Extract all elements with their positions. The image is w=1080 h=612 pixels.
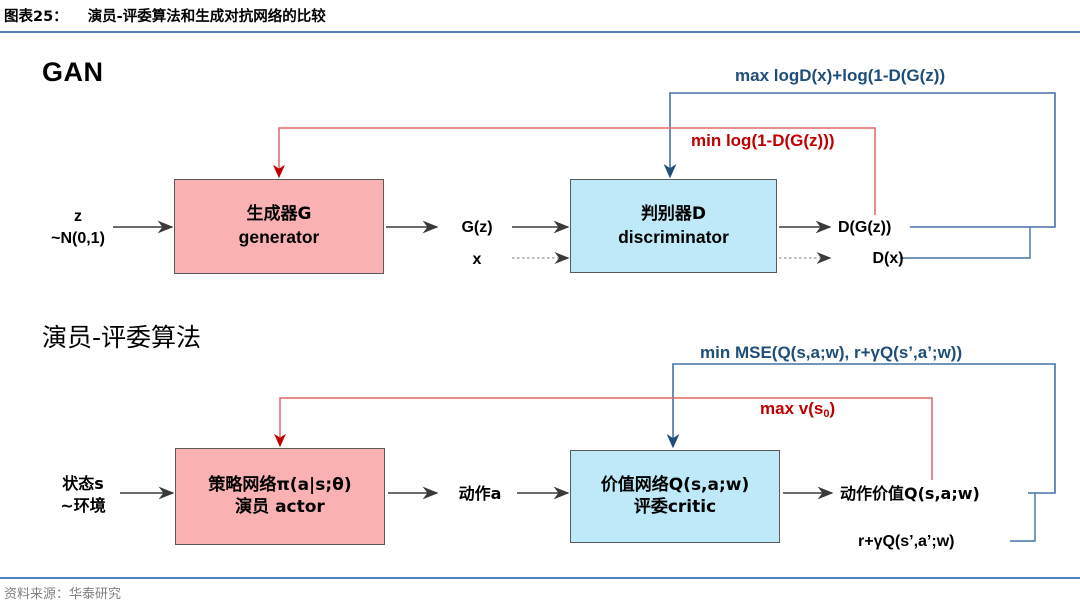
actor-critic-section-heading: 演员-评委算法 <box>42 323 202 352</box>
gan-noise-dist: ~N(0,1) <box>51 229 105 247</box>
exhibit-title: 演员-评委算法和生成对抗网络的比较 <box>87 8 326 25</box>
actor-label-cn: 策略网络π(a|s;θ) <box>208 474 352 495</box>
generator-label-cn: 生成器G <box>246 204 312 225</box>
actor-objective-suffix: ) <box>829 399 836 418</box>
gan-noise-z: z <box>74 208 82 225</box>
critic-output-q-value: 动作价值Q(s,a;w) <box>840 484 980 503</box>
generator-label-en: generator <box>238 227 320 248</box>
critic-objective: min MSE(Q(s,a;w), r+γQ(s’,a’;w)) <box>700 343 963 362</box>
gan-discriminator-objective: max logD(x)+log(1-D(G(z)) <box>735 66 946 85</box>
actor-objective-prefix: max v(s <box>760 399 824 418</box>
header-divider <box>0 31 1080 33</box>
discriminator-label-en: discriminator <box>618 226 729 247</box>
source-note: 资料来源：华泰研究 <box>4 587 122 602</box>
critic-label-en: 评委critic <box>633 496 717 517</box>
discriminator-box[interactable]: 判别器D discriminator <box>570 179 777 273</box>
actor-output-label: 动作a <box>458 484 502 503</box>
discriminator-output-fake: D(G(z)) <box>838 219 892 236</box>
environment-label: ~环境 <box>60 495 106 515</box>
actor-objective-subscript: 0 <box>823 408 830 420</box>
footer-divider <box>0 577 1080 579</box>
actor-label-en: 演员 actor <box>235 496 325 517</box>
actor-objective: max v(s0) <box>760 399 836 420</box>
state-input-label: 状态s ~环境 <box>42 473 124 516</box>
gan-generator-objective: min log(1-D(G(z))) <box>691 131 835 150</box>
discriminator-output-real: D(x) <box>872 250 904 267</box>
real-data-label: x <box>472 251 482 268</box>
exhibit-number: 图表25： <box>4 8 68 25</box>
state-label: 状态s <box>62 474 104 493</box>
actor-box[interactable]: 策略网络π(a|s;θ) 演员 actor <box>175 448 385 545</box>
gan-section-heading: GAN <box>42 57 104 87</box>
exhibit-header: 图表25： 演员-评委算法和生成对抗网络的比较 <box>0 0 1080 30</box>
gan-noise-input-label: z ~N(0,1) <box>40 206 116 249</box>
generator-box[interactable]: 生成器G generator <box>174 179 384 274</box>
discriminator-label-cn: 判别器D <box>640 203 707 224</box>
critic-output-td-target: r+γQ(s’,a’;w) <box>858 533 955 550</box>
critic-box[interactable]: 价值网络Q(s,a;w) 评委critic <box>570 450 780 543</box>
critic-label-cn: 价值网络Q(s,a;w) <box>600 474 750 495</box>
generator-output-label: G(z) <box>461 219 493 236</box>
